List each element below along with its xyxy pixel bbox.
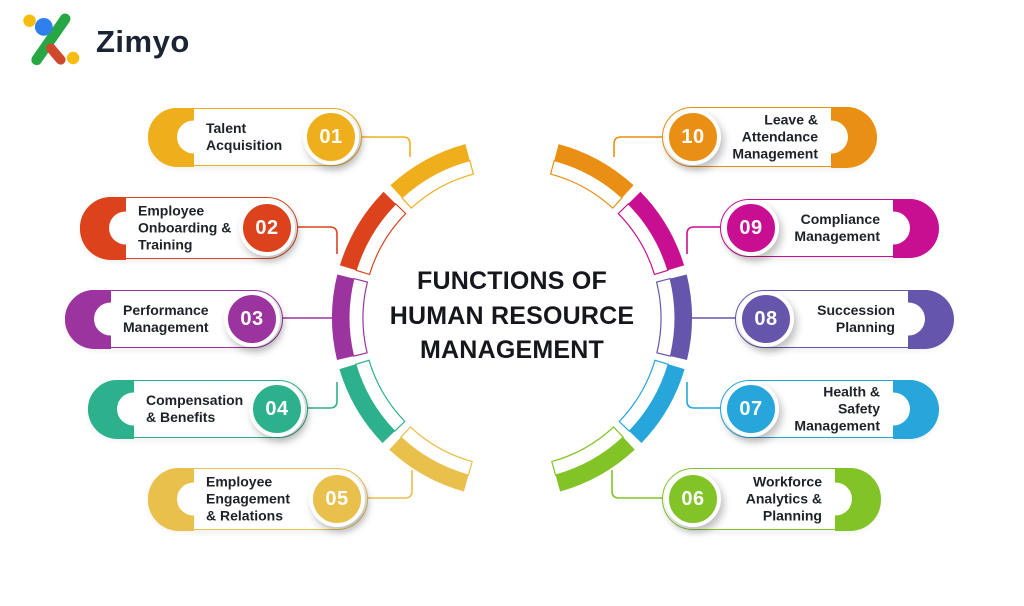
pill-cap	[876, 379, 939, 439]
pill-cap	[87, 379, 150, 439]
ring-segment-inner-03	[348, 277, 369, 357]
function-pill-08: Succession Planning 08	[735, 289, 954, 349]
connector-line-07	[686, 382, 723, 409]
ring-segment-inner-07	[618, 359, 670, 433]
function-label: Health & Safety Management	[794, 383, 880, 434]
connector-line-05	[361, 470, 413, 499]
brand-name: Zimyo	[96, 24, 190, 59]
ring-segment-03	[331, 274, 354, 360]
function-pill-09: Compliance Management 09	[720, 198, 939, 258]
connector-line-01	[352, 136, 411, 157]
connector-line-02	[298, 226, 338, 254]
ring-segment-inner-06	[551, 426, 625, 476]
pill-cap	[64, 289, 127, 349]
function-label: Employee Onboarding & Training	[138, 202, 232, 253]
function-number-badge: 10	[665, 109, 721, 165]
ring-segment-inner-08	[655, 277, 676, 357]
function-number-badge: 07	[723, 381, 779, 437]
pill-cap	[147, 467, 210, 531]
ring-segment-06	[555, 437, 635, 492]
ring-segment-inner-05	[399, 426, 473, 476]
ring-segment-10	[554, 144, 634, 198]
pill-cap	[891, 289, 954, 349]
function-number-badge: 01	[303, 109, 359, 165]
connector-line-04	[301, 382, 338, 409]
function-label: Succession Planning	[817, 301, 895, 335]
ring-segment-08	[670, 274, 693, 360]
ring-segment-inner-09	[617, 202, 669, 276]
diagram-title: FUNCTIONS OF HUMAN RESOURCE MANAGEMENT	[389, 267, 635, 364]
function-number-badge: 08	[738, 291, 794, 347]
ring-segment-inner-10	[549, 159, 623, 209]
ring-segment-inner-01	[401, 159, 475, 209]
ring-segment-09	[628, 191, 685, 271]
function-label: Workforce Analytics & Planning	[745, 473, 822, 524]
function-number-badge: 09	[723, 200, 779, 256]
ring-segment-inner-04	[354, 359, 406, 433]
function-label: Talent Acquisition	[206, 119, 283, 153]
pill-cap	[818, 467, 881, 531]
function-pill-01: Talent Acquisition 01	[147, 107, 362, 167]
ring-segment-04	[339, 364, 395, 443]
function-number-badge: 06	[665, 471, 721, 527]
function-pill-10: Leave & Attendance Management 10	[662, 106, 877, 168]
function-number-badge: 04	[249, 381, 305, 437]
function-pill-06: Workforce Analytics & Planning 06	[662, 467, 881, 531]
function-pill-05: Employee Engagement & Relations 05	[147, 467, 368, 531]
connector-line-10	[613, 136, 670, 157]
pill-cap	[147, 107, 210, 167]
pill-cap	[876, 198, 939, 258]
function-label: Employee Engagement & Relations	[206, 473, 291, 524]
connector-line-06	[611, 470, 667, 499]
function-number-badge: 03	[224, 291, 280, 347]
ring-segment-07	[629, 364, 685, 443]
zimyo-logo-icon	[23, 13, 80, 66]
function-number-badge: 02	[239, 200, 295, 256]
function-label: Compliance Management	[794, 210, 880, 244]
brand-logo: Zimyo	[18, 10, 190, 74]
ring-segment-01	[390, 144, 470, 198]
function-pill-04: Compensation & Benefits 04	[87, 379, 308, 439]
connector-line-09	[686, 226, 724, 254]
function-label: Performance Management	[123, 301, 209, 335]
function-number-badge: 05	[309, 471, 365, 527]
function-pill-07: Health & Safety Management 07	[720, 379, 939, 439]
function-label: Leave & Attendance Management	[732, 111, 818, 162]
ring-segment-05	[389, 437, 469, 492]
function-pill-02: Employee Onboarding & Training 02	[79, 196, 298, 260]
pill-cap	[79, 196, 142, 260]
pill-cap	[814, 106, 877, 168]
function-label: Compensation & Benefits	[146, 391, 244, 425]
function-pill-03: Performance Management 03	[64, 289, 283, 349]
ring-segment-inner-02	[355, 202, 407, 276]
ring-segment-02	[339, 191, 396, 271]
